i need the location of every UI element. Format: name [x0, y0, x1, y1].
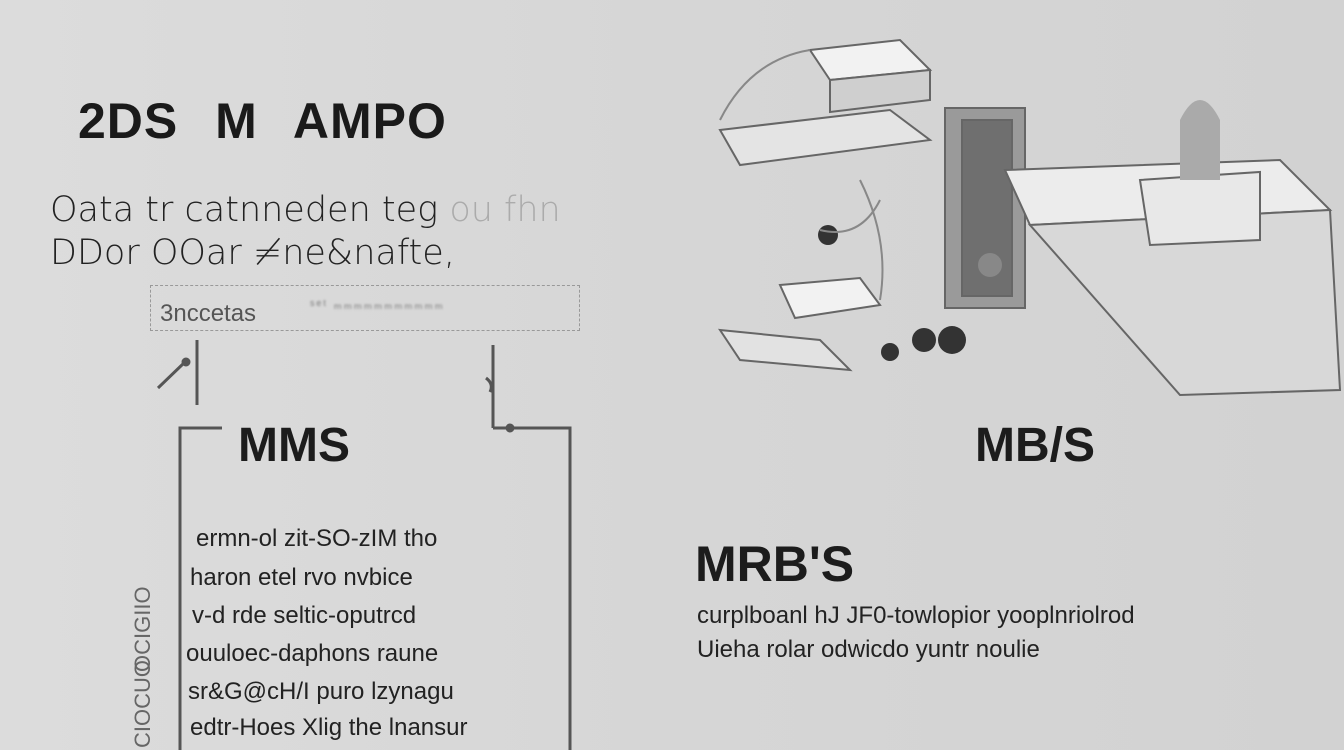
dashed-box-blurred-text: ˢᵉᵗ ₘₘₘₘₘₘₘₘₘₘₘ — [310, 297, 445, 312]
left-panel-line: haron etel rvo nvbice — [190, 564, 413, 591]
right-panel-heading: MB/S — [975, 419, 1095, 472]
right-panel-subheading: MRB'S — [695, 536, 855, 592]
equipment-illustration — [717, 38, 1342, 397]
left-panel-bracket-left — [178, 426, 222, 750]
subtitle-text: Oata tr catnneden teg — [50, 190, 439, 230]
connector-left-branch — [156, 360, 187, 390]
page-title: 2DS M AMPO — [78, 93, 447, 149]
left-panel-line: edtr-Hoes Xlig the lnansur — [190, 714, 468, 741]
subtitle-faded-text: ou fhn — [449, 190, 561, 230]
dashed-input-box — [150, 285, 580, 331]
knob-icon — [818, 225, 838, 245]
left-panel-line: sr&G@cH/I puro lzynagu — [188, 678, 454, 705]
vertical-label: CIOCUO — [130, 660, 155, 748]
small-device — [778, 276, 882, 320]
right-panel-line: curplboanl hJ JF0-towlopior yooplnriolro… — [697, 602, 1135, 629]
device-box — [1138, 170, 1261, 247]
left-panel-line: ouuloec-daphons raune — [186, 640, 439, 667]
subtitle-line-1: Oata tr catnneden teg ou fhn — [50, 190, 561, 230]
right-panel-line: Uieha rolar odwicdo yuntr noulie — [697, 636, 1040, 663]
base-plate — [717, 328, 853, 372]
subtitle-line-2: DDor OOar ≠ne&nafte, — [50, 233, 455, 273]
left-panel-bracket-right — [493, 426, 572, 750]
tray-box-front — [829, 68, 931, 114]
left-panel-line: ermn-ol zit-SO-zIM tho — [196, 525, 438, 552]
dashed-box-label: 3nccetas — [160, 300, 257, 327]
left-panel-heading: MMS — [238, 419, 350, 472]
left-panel-line: v-d rde seltic-oputrcd — [192, 602, 417, 629]
shelf-platform — [718, 108, 933, 167]
